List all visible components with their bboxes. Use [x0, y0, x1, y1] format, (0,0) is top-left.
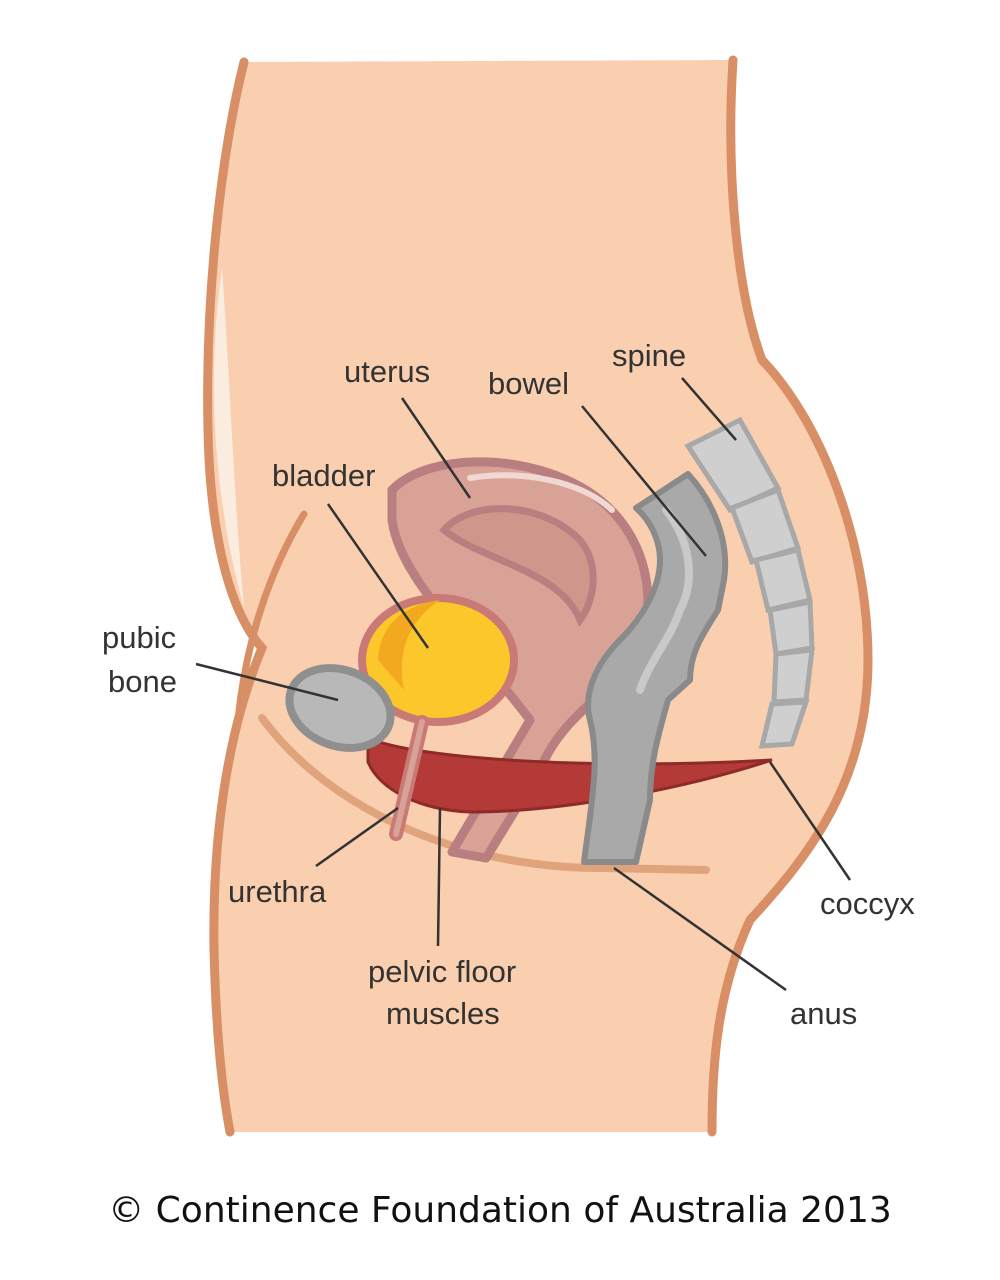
spine-vertebra — [752, 546, 814, 614]
label-uterus: uterus — [344, 354, 430, 389]
leader-pubic-bone — [195, 662, 339, 702]
thigh-crease — [234, 510, 308, 724]
label-anus: anus — [790, 996, 857, 1031]
coccyx-shape — [758, 699, 810, 749]
label-pelvic-floor-line2: muscles — [386, 996, 500, 1031]
pubic-bone-shape — [285, 664, 395, 752]
label-bladder: bladder — [272, 458, 375, 493]
leader-pelvic-floor — [436, 807, 442, 947]
pelvic-floor-muscles-shape — [366, 735, 773, 814]
perineum-line — [258, 714, 710, 874]
leader-coccyx — [768, 761, 852, 881]
urethra-inner — [393, 719, 425, 837]
uterus-inner-cavity — [439, 505, 597, 628]
spine-vertebra — [767, 598, 815, 657]
copyright-notice: © Continence Foundation of Australia 201… — [108, 1190, 892, 1231]
uterus-highlight — [467, 472, 615, 513]
front-outline — [203, 57, 268, 1137]
spine-shape — [684, 416, 815, 749]
bladder-shade — [378, 600, 440, 690]
belly-highlight — [213, 268, 244, 608]
bowel-highlight — [636, 506, 693, 694]
back-outline — [707, 55, 873, 1137]
label-spine: spine — [612, 338, 686, 373]
label-pubic-bone-line2: bone — [108, 664, 177, 699]
leader-uterus — [400, 397, 472, 499]
leader-bladder — [326, 503, 430, 649]
label-urethra: urethra — [228, 874, 327, 909]
label-pelvic-floor-line1: pelvic floor — [368, 954, 516, 989]
label-bowel: bowel — [488, 366, 569, 401]
spine-vertebra — [771, 647, 815, 705]
leader-spine — [681, 377, 737, 441]
leader-anus — [613, 866, 787, 992]
leader-bowel — [581, 405, 707, 557]
leader-urethra — [315, 806, 399, 868]
label-pubic-bone-line1: pubic — [102, 620, 176, 655]
label-coccyx: coccyx — [820, 886, 915, 921]
